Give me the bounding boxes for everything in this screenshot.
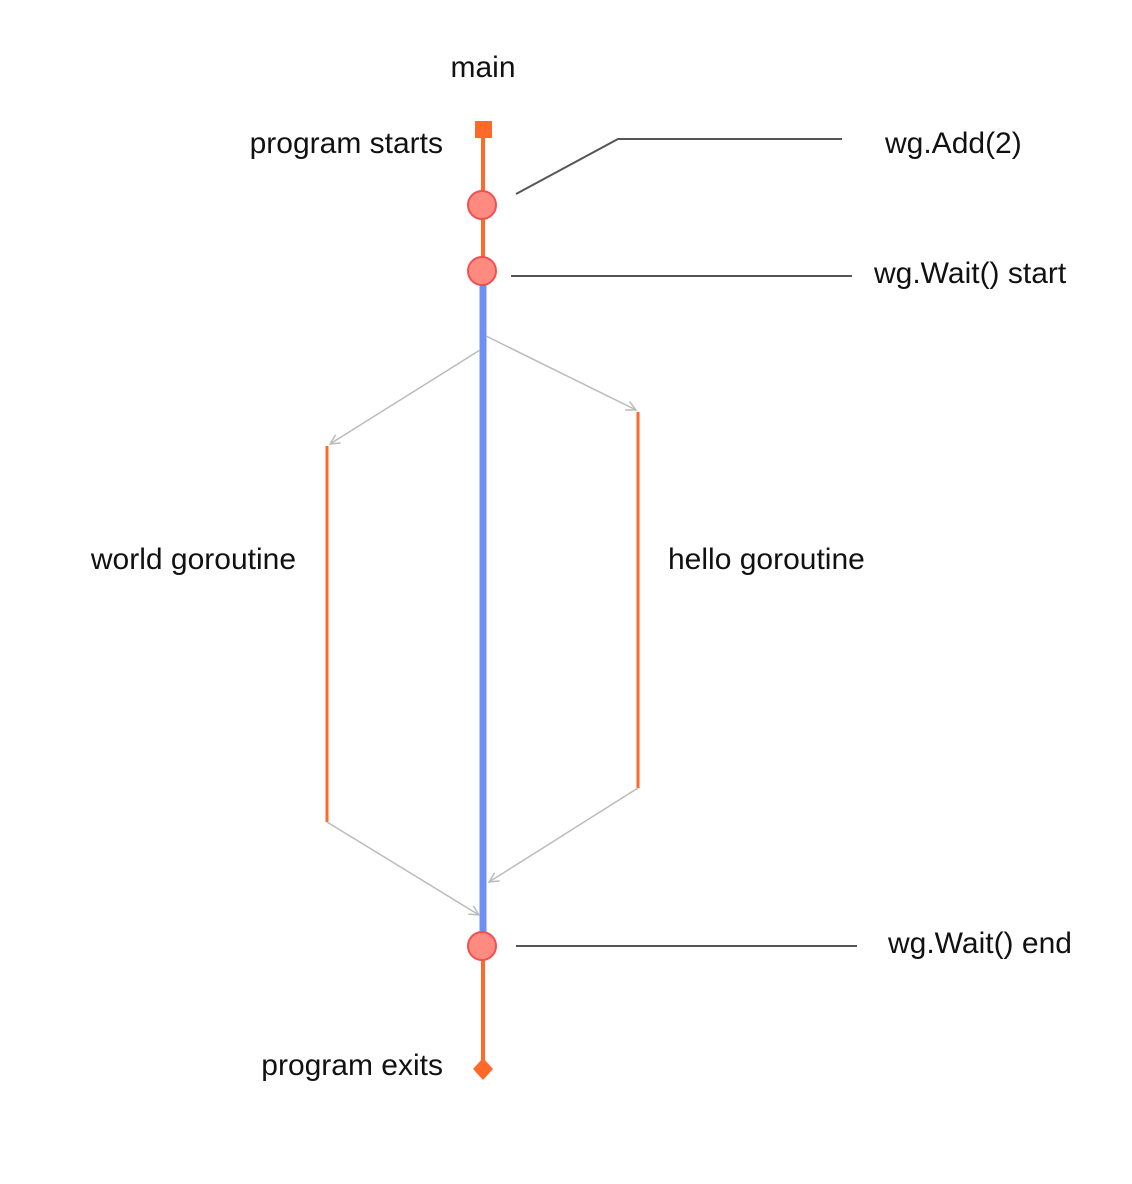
wg-wait-start-label: wg.Wait() start [873, 257, 1067, 290]
wg-wait-end-label: wg.Wait() end [887, 927, 1072, 960]
wg-wait-end-event-dot [467, 931, 497, 961]
wg-add-leader-line [515, 138, 842, 195]
hello-goroutine-label: hello goroutine [668, 543, 865, 576]
program-exit-marker [473, 1058, 493, 1080]
wg-add-label: wg.Add(2) [884, 127, 1022, 160]
program-start-marker [475, 121, 492, 138]
spawn-hello-arrow [485, 335, 636, 410]
world-goroutine-label: world goroutine [90, 543, 296, 576]
main-label: main [450, 51, 515, 84]
wg-wait-start-event-dot [467, 256, 497, 286]
join-hello-arrow [489, 787, 639, 882]
program-exits-label: program exits [261, 1049, 443, 1082]
wg-add-event-dot [467, 190, 497, 220]
spawn-world-arrow [330, 349, 481, 444]
program-starts-label: program starts [250, 127, 443, 160]
join-world-arrow [326, 821, 479, 915]
